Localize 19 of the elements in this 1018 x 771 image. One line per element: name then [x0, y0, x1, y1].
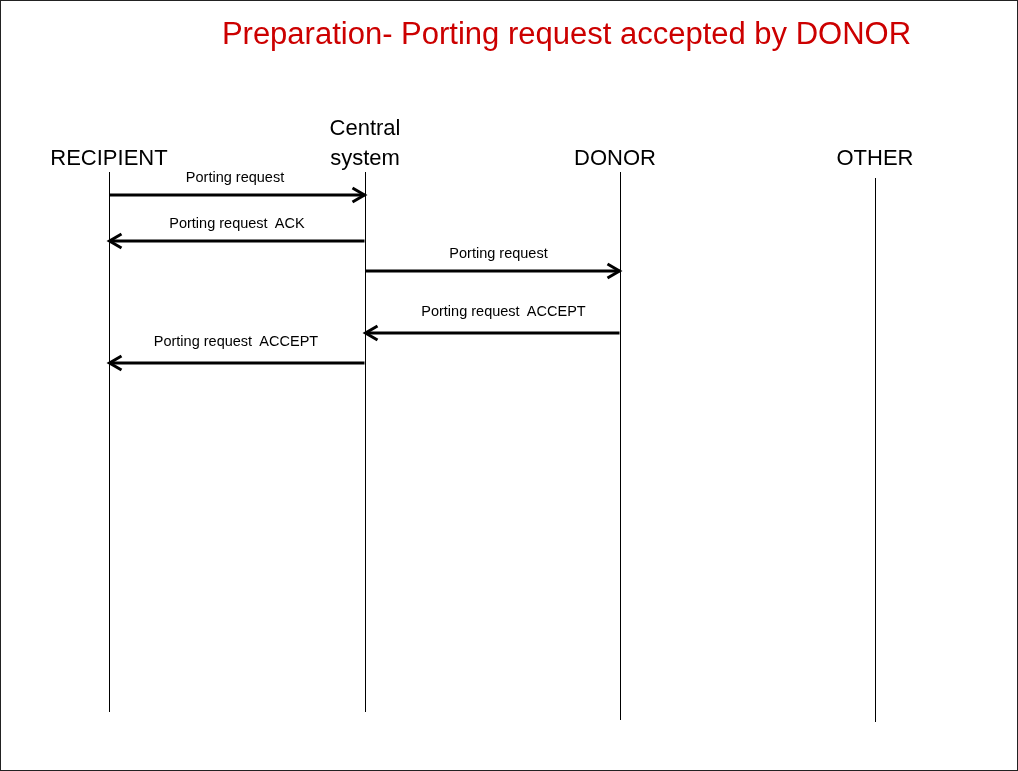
message-label: Porting request — [448, 245, 549, 261]
message-arrow — [108, 354, 365, 372]
message-arrow — [108, 232, 365, 250]
participant-label: DONOR — [573, 144, 657, 172]
message-label: Porting request ACCEPT — [152, 333, 320, 349]
message-arrow — [365, 262, 621, 280]
lifeline — [619, 172, 621, 720]
title: Preparation- Porting request accepted by DONOR — [220, 16, 913, 52]
message-arrow — [364, 324, 620, 342]
message-label: Porting request ACK — [168, 215, 306, 231]
message-label: Porting request — [184, 169, 286, 185]
participant-label: RECIPIENT — [49, 144, 169, 172]
lifeline — [364, 172, 366, 712]
message-arrow — [109, 186, 366, 204]
participant-label: Central system — [328, 114, 402, 172]
lifeline — [874, 178, 876, 722]
participant-label: OTHER — [835, 144, 915, 172]
message-label: Porting request ACCEPT — [420, 303, 587, 319]
lifeline — [108, 172, 110, 712]
